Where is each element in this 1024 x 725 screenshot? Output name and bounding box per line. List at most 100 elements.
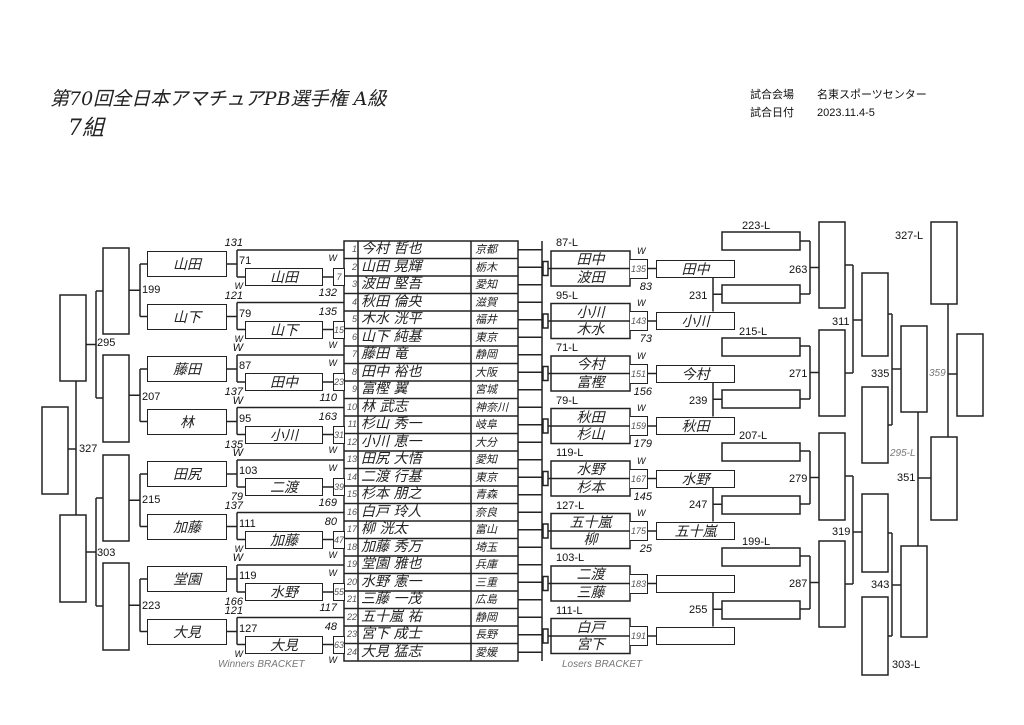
- entry-name: 柳 洸太: [361, 521, 408, 537]
- entry-prefecture: 兵庫: [475, 558, 497, 571]
- drop-215-L: 215-L: [739, 326, 768, 338]
- losers-lower: 富樫: [576, 374, 605, 391]
- losers-r1-winner: 五十嵐: [656, 522, 735, 540]
- entry-row[interactable]: 11 杉山 秀一 岐阜: [344, 416, 518, 434]
- losers-r1-winner: 小川: [656, 312, 735, 330]
- score-mid: 127: [239, 622, 258, 635]
- pair-bracket: [542, 470, 549, 487]
- pair-bracket: [542, 365, 549, 382]
- losers-r1-winner: 今村: [656, 364, 735, 383]
- score-right-top: W: [328, 463, 338, 473]
- entry-number: 15: [346, 489, 357, 499]
- score-top: 137: [224, 499, 243, 512]
- winners-r3-slot: [102, 454, 130, 542]
- losers-r2-slot: [721, 495, 801, 515]
- entry-prefecture: 滋賀: [475, 295, 497, 309]
- score-low: W: [234, 648, 244, 659]
- score-top: W: [232, 552, 243, 564]
- losers-lower: 波田: [576, 269, 605, 286]
- entry-prefecture: 広島: [475, 593, 497, 606]
- match-number-box: 23: [333, 373, 345, 391]
- pair-bracket: [542, 418, 549, 434]
- losers-r2-slot: [721, 600, 801, 620]
- entry-name: 今村 哲也: [361, 241, 422, 257]
- match-number-box: 175: [630, 521, 648, 541]
- entry-row[interactable]: 21 三藤 一茂 広島: [344, 591, 518, 609]
- entry-name: 杉本 朋之: [361, 486, 422, 502]
- entry-name: 宮下 成士: [361, 626, 422, 642]
- drop-label: 95-L: [556, 289, 579, 302]
- loser-score: 73: [639, 333, 652, 345]
- score-top: W: [232, 447, 243, 459]
- score-top: 121: [224, 289, 243, 302]
- entry-prefecture: 愛知: [475, 278, 497, 291]
- entry-number: 18: [346, 541, 357, 552]
- entry-number: 22: [346, 611, 357, 622]
- winner-mark: W: [637, 245, 646, 256]
- entry-prefecture: 東京: [475, 330, 497, 344]
- entry-name: 富樫 翼: [361, 381, 408, 397]
- date-value: 2023.11.4-5: [817, 107, 875, 119]
- losers-r1-winner: [656, 574, 735, 593]
- winners-r4-slot: [59, 294, 87, 382]
- entry-name: 杉山 秀一: [361, 416, 422, 432]
- losers-semi-slot: [930, 436, 958, 521]
- winner-mark: W: [637, 455, 646, 466]
- score-low: W: [234, 333, 244, 344]
- page-title: 第70回全日本アマチュアPB選手権 A級: [50, 88, 387, 110]
- drop-slot: [861, 596, 889, 676]
- entry-prefecture: 岐阜: [475, 418, 497, 431]
- score-right-top: 80: [324, 515, 337, 528]
- match-271: 271: [789, 368, 808, 380]
- entry-name: 二渡 行基: [361, 468, 422, 485]
- entry-name: 小川 恵一: [361, 433, 422, 450]
- score-right-bottom: 169: [318, 497, 337, 509]
- winner-mark: W: [637, 350, 646, 361]
- entry-number: 11: [347, 419, 357, 429]
- drop-295-L: 295-L: [890, 448, 916, 459]
- score-right-top: W: [328, 253, 338, 263]
- match-number-box: 151: [630, 363, 648, 384]
- entry-prefecture: 埼玉: [475, 540, 497, 554]
- entry-number: 7: [351, 349, 357, 359]
- score-right-top: 163: [318, 410, 337, 423]
- entry-name: 三藤 一茂: [361, 591, 422, 607]
- entry-prefecture: 愛媛: [475, 645, 497, 659]
- winners-r2-slot: 山田: [245, 268, 323, 286]
- pair-bracket: [542, 575, 549, 592]
- score-mid: 71: [239, 255, 252, 267]
- score-mid: 79: [239, 307, 252, 320]
- score-low: 166: [224, 596, 243, 608]
- entry-name: 山田 晃輝: [361, 258, 422, 275]
- score-right-bottom: W: [328, 444, 338, 455]
- losers-r2-slot: [721, 284, 801, 304]
- entry-number: 2: [351, 261, 357, 272]
- score-low: W: [234, 281, 244, 291]
- score-mid: 111: [239, 517, 256, 530]
- entry-number: 21: [346, 594, 357, 604]
- match-number-box: 183: [630, 573, 648, 594]
- match-263: 263: [789, 264, 808, 276]
